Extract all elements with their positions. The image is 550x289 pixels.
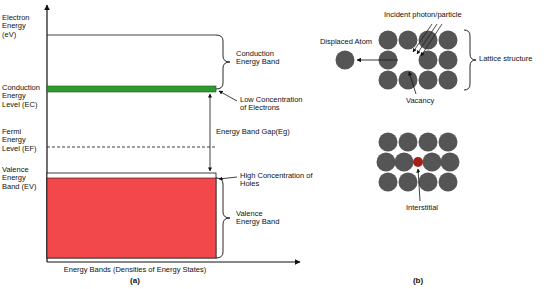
- lattice-atom: [439, 133, 458, 152]
- lattice-brace: [464, 30, 476, 90]
- lattice-atom: [379, 133, 398, 152]
- lattice-atom: [439, 51, 458, 70]
- lattice-atom: [419, 71, 438, 90]
- valence-band-edge: [47, 173, 216, 258]
- callout-label: Incident photon/particle: [384, 11, 488, 19]
- x-axis: [47, 261, 300, 262]
- lattice-atom: [439, 71, 458, 90]
- vacancy-leader: [409, 72, 416, 94]
- lattice-atom: [419, 133, 438, 152]
- interstitial-atom: [413, 157, 423, 167]
- displaced-atom: [336, 51, 355, 70]
- leader-arrow: [219, 177, 237, 179]
- valence-brace: [216, 178, 230, 258]
- lattice-atom: [399, 71, 418, 90]
- lattice-atom: [423, 153, 442, 172]
- callout-label: Low Concentration of Electrons: [240, 96, 310, 113]
- band-label: Valence Energy Band: [236, 210, 286, 227]
- axis-label: Electron Energy (eV): [2, 14, 38, 39]
- photon-arrow: [421, 24, 442, 56]
- gap-label: Energy Band Gap(Eg): [216, 128, 308, 136]
- lattice-atom: [419, 51, 438, 70]
- band-label: Conduction Energy Band: [236, 50, 288, 67]
- callout-label: Displaced Atom: [314, 38, 378, 46]
- lattice-atom: [439, 173, 458, 192]
- displacement-arrow: [357, 60, 398, 61]
- band-gap-arrow: [210, 94, 211, 171]
- callout-label: Interstitial: [394, 204, 450, 212]
- lattice-atom: [419, 173, 438, 192]
- panel-caption: (b): [403, 277, 433, 286]
- level-label: Fermi Energy Level (EF): [2, 128, 45, 153]
- panel-caption: (a): [120, 277, 150, 286]
- conduction-brace: [216, 35, 230, 89]
- callout-label: Vacancy: [406, 97, 450, 105]
- lattice-atom: [399, 173, 418, 192]
- lattice-atom: [377, 153, 396, 172]
- conduction-band-top: [47, 35, 216, 36]
- valence-band-fill: [47, 178, 216, 258]
- lattice-atom: [379, 71, 398, 90]
- lattice-atom: [395, 153, 414, 172]
- lattice-atom: [441, 153, 460, 172]
- conduction-level-strip: [47, 86, 216, 92]
- lattice-atom: [379, 31, 398, 50]
- axis-label: Energy Bands (Densities of Energy States…: [50, 266, 220, 274]
- photon-arrow: [417, 24, 437, 54]
- level-label: Valence Energy Band (EV): [2, 166, 45, 191]
- fermi-level-line: [47, 147, 216, 148]
- level-label: Conduction Energy Level (EC): [2, 84, 45, 109]
- lattice-atom: [439, 31, 458, 50]
- lattice-atom: [399, 133, 418, 152]
- lattice-atom: [379, 173, 398, 192]
- photon-arrow: [413, 24, 432, 52]
- leader-arrow: [219, 91, 237, 101]
- lattice-atom: [399, 31, 418, 50]
- callout-label: Lattice structure: [479, 55, 547, 63]
- interstitial-leader: [418, 169, 420, 201]
- callout-label: High Concentration of Holes: [240, 172, 314, 189]
